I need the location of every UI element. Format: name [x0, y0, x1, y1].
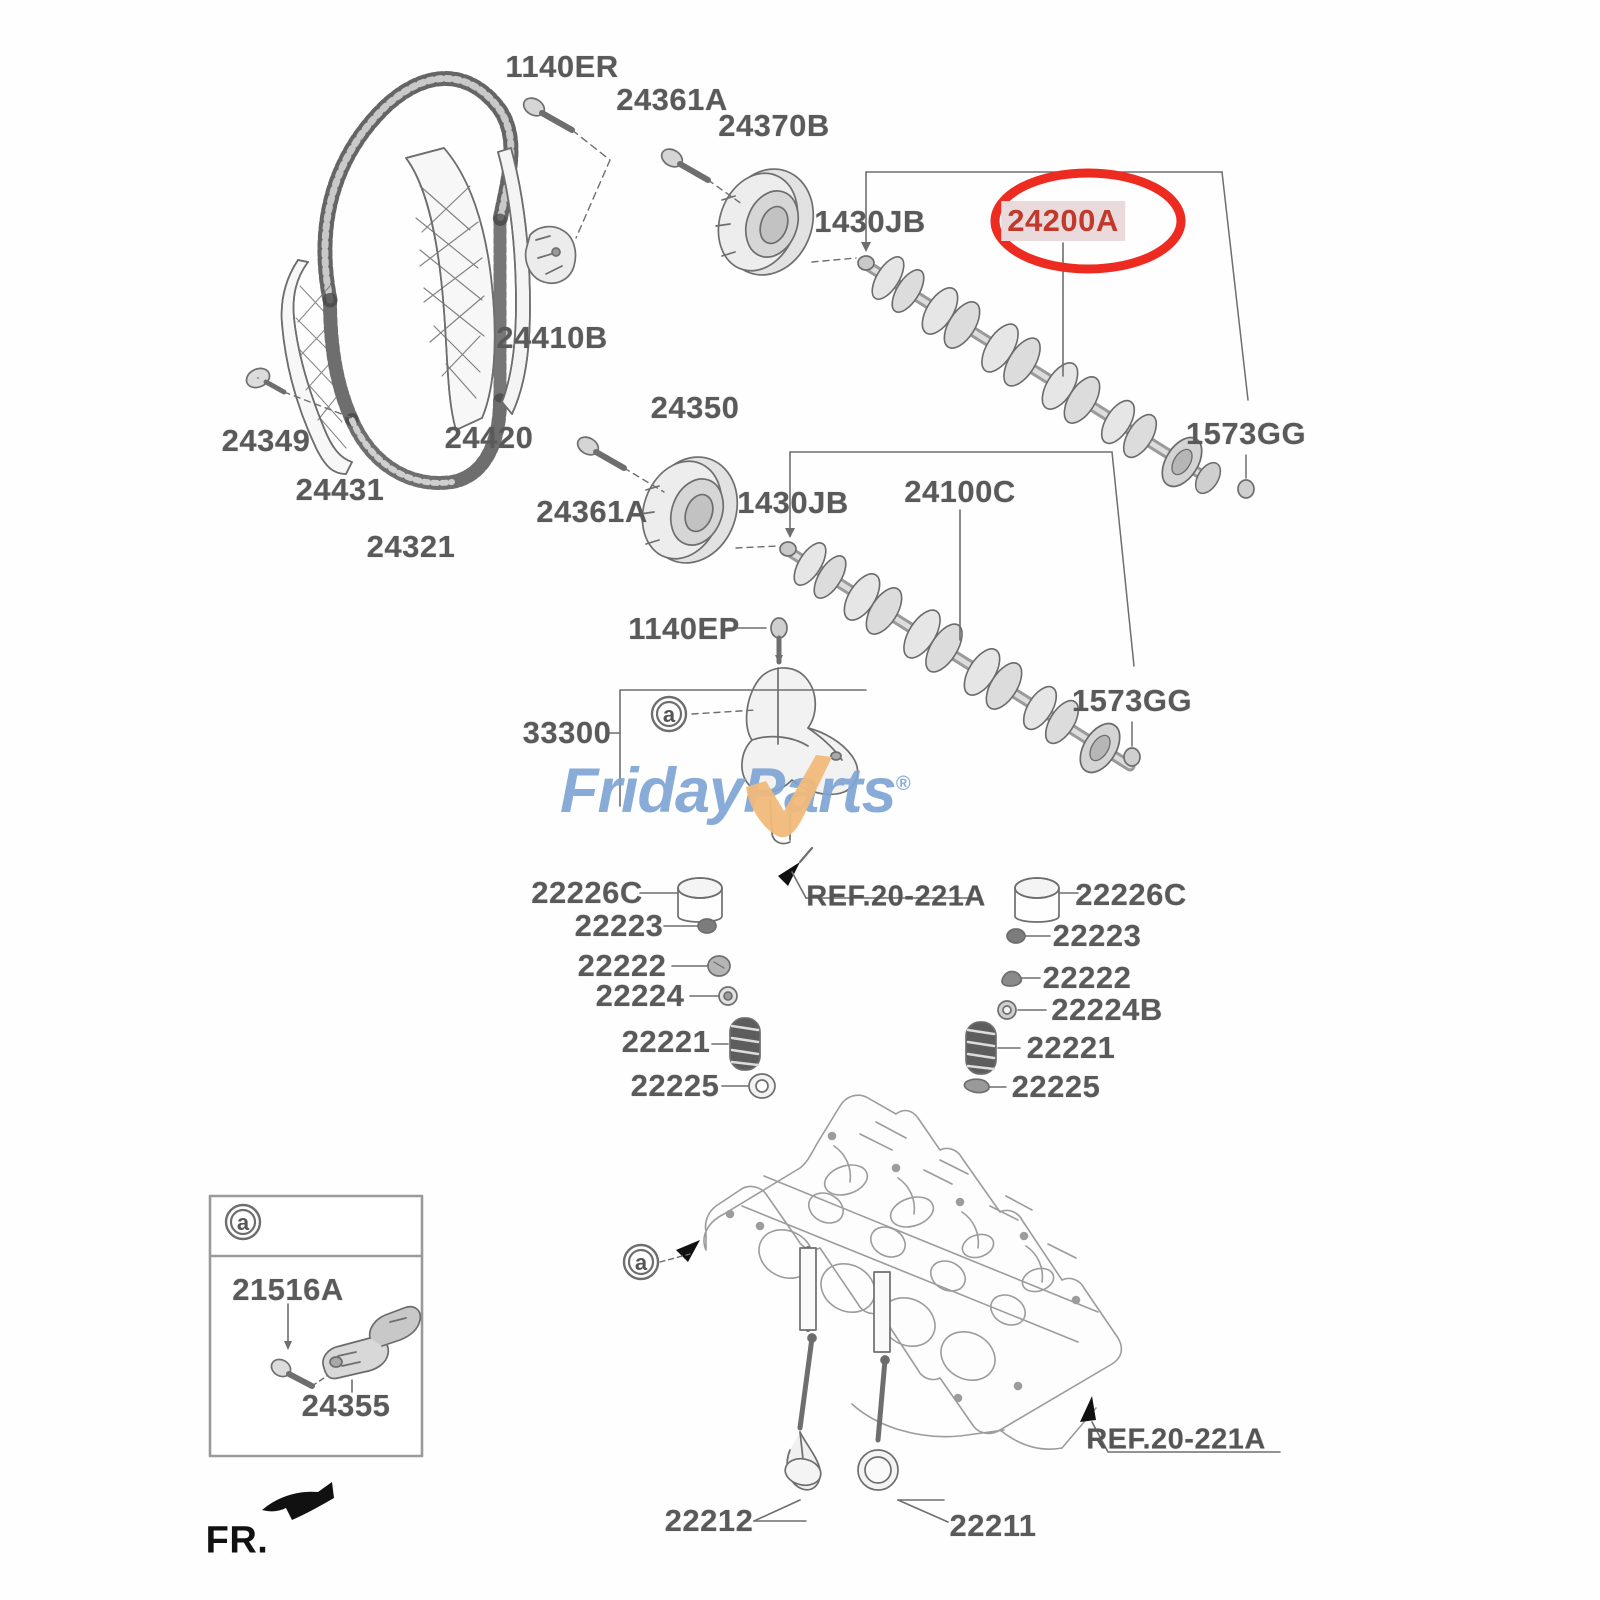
part-label-22224: 22224	[595, 978, 685, 1013]
part-label-24431: 24431	[295, 472, 385, 507]
chain-guide-24431	[280, 259, 353, 475]
part-label-24350: 24350	[650, 390, 740, 425]
bolt-1140EP	[727, 617, 788, 665]
part-label-24370b: 24370B	[718, 108, 830, 143]
callout-marker-a: a	[224, 1203, 262, 1241]
pin-1430JB-lower	[779, 541, 797, 557]
part-label-22212: 22212	[664, 1503, 754, 1538]
bolt-1140ER	[522, 97, 575, 133]
part-label-1573gg: 1573GG	[1185, 416, 1307, 451]
part-label-24355: 24355	[301, 1388, 391, 1423]
part-label-22223: 22223	[574, 908, 664, 943]
tensioner-24410B	[524, 225, 577, 285]
callout-letter: a	[635, 1250, 648, 1275]
bolt-21516A	[270, 1358, 315, 1389]
part-label-22222: 22222	[577, 948, 667, 983]
part-label-22225: 22225	[1011, 1069, 1101, 1104]
part-label-22226c: 22226C	[531, 875, 643, 910]
valve-parts-right	[963, 877, 1079, 1094]
callout-letter: a	[237, 1210, 250, 1235]
part-label-1430jb: 1430JB	[814, 204, 926, 239]
bolt-24361A-lower	[576, 436, 627, 471]
callout-marker-a: a	[650, 695, 688, 733]
red-highlight-ellipse	[990, 168, 1186, 274]
camshaft-24100C	[784, 542, 1136, 774]
chain-guide-24420	[497, 147, 531, 415]
leader-24349	[283, 391, 353, 419]
part-label-24420: 24420	[444, 420, 534, 455]
callout-letter: a	[663, 702, 676, 727]
rocker-24355	[322, 1305, 422, 1380]
part-label-24321: 24321	[366, 529, 456, 564]
part-label-24100c: 24100C	[904, 474, 1016, 509]
valve-spring-left	[729, 1017, 761, 1071]
part-label-22223: 22223	[1052, 918, 1142, 953]
callout-marker-a: a	[622, 1243, 660, 1281]
fr-arrow	[262, 1482, 334, 1520]
leader-1140ER	[571, 129, 611, 239]
part-label-fr-: FR.	[205, 1519, 269, 1562]
pin-1430JB-upper	[857, 255, 875, 271]
part-label-22221: 22221	[1026, 1030, 1116, 1065]
part-label-ref-20-221a: REF.20-221A	[806, 880, 986, 913]
part-label-24410b: 24410B	[496, 320, 608, 355]
valve-spring-right	[965, 1021, 997, 1075]
valve-parts-left	[639, 877, 776, 1099]
part-label-1140ep: 1140EP	[628, 611, 740, 646]
sprocket-24370B	[715, 168, 815, 276]
part-label-22211: 22211	[949, 1508, 1037, 1543]
sprocket-24350	[639, 456, 739, 564]
valve-22211	[857, 1271, 899, 1491]
part-label-24361a: 24361A	[616, 82, 728, 117]
part-label-22224b: 22224B	[1051, 992, 1163, 1027]
valve-22212	[784, 1246, 822, 1491]
part-label-21516a: 21516A	[232, 1272, 344, 1307]
part-label-22226c: 22226C	[1075, 877, 1187, 912]
part-label-ref-20-221a: REF.20-221A	[1086, 1423, 1266, 1456]
part-label-33300: 33300	[522, 715, 612, 750]
part-label-22225: 22225	[630, 1068, 720, 1103]
part-label-1573gg: 1573GG	[1071, 683, 1193, 718]
bolt-24361A-upper	[660, 148, 711, 183]
highlighted-part-number: 24200A	[1001, 201, 1125, 241]
part-label-1140er: 1140ER	[505, 49, 619, 84]
bolt-1573GG-lower	[1123, 721, 1141, 767]
leader-33300	[609, 689, 867, 734]
part-label-1430jb: 1430JB	[737, 485, 849, 520]
camshaft-24200A	[862, 256, 1222, 495]
bolt-1573GG-upper	[1237, 454, 1255, 499]
part-label-22222: 22222	[1042, 960, 1132, 995]
tensioner-arm-24420-body	[405, 147, 496, 431]
part-label-24349: 24349	[221, 423, 311, 458]
bolt-24349	[245, 367, 287, 395]
part-label-24361a: 24361A	[536, 494, 648, 529]
inset-box	[208, 1194, 424, 1458]
part-label-22221: 22221	[621, 1024, 711, 1059]
